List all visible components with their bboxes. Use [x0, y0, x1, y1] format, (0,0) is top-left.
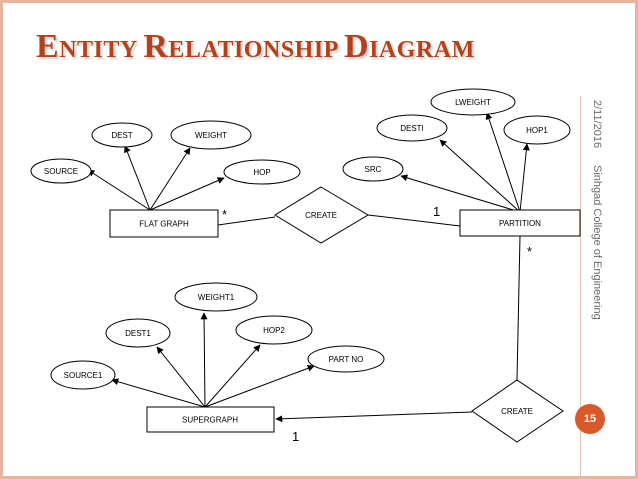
title-rest-relationship: ELATIONSHIP — [168, 37, 344, 63]
entity-partition-label: PARTITION — [499, 219, 541, 228]
attr-hop2: HOP2 — [263, 326, 285, 335]
attr-source1-shape — [50, 360, 116, 390]
attr-desti: DESTI — [400, 124, 424, 133]
attr-weight-shape — [170, 120, 252, 150]
attr-weight1-shape — [174, 282, 258, 312]
link-partition-lweight — [485, 112, 521, 213]
entity-partition: PARTITION — [459, 209, 581, 237]
attr-weight1: WEIGHT1 — [198, 293, 235, 302]
title-initial-e: E — [36, 28, 60, 65]
attr-hop2-shape — [235, 315, 313, 345]
attr-source: SOURCE — [44, 167, 78, 176]
entity-supergraph-label: SUPERGRAPH — [182, 416, 238, 425]
cardinality-partition-create: * — [527, 244, 532, 259]
title-initial-r: R — [143, 28, 169, 65]
link-super-partno — [204, 364, 315, 408]
attr-desti-shape — [376, 114, 448, 142]
cardinality-create-supergraph: 1 — [292, 429, 299, 444]
link-partition-src — [400, 174, 521, 213]
attr-source-shape — [30, 158, 92, 184]
slide-title: ENTITY RELATIONSHIP DIAGRAM — [36, 28, 475, 66]
attr-partno-shape — [307, 345, 385, 373]
attr-part-no: PART NO — [329, 355, 364, 364]
link-super-weight1 — [200, 312, 208, 408]
attribute-labels: SOURCE DEST WEIGHT HOP SRC DESTI LWEIGHT… — [44, 98, 549, 380]
attr-dest: DEST — [111, 131, 132, 140]
attr-lweight-shape — [430, 88, 516, 116]
page-number-badge: 15 — [575, 404, 605, 434]
relationship-create-bottom: CREATE — [471, 379, 564, 443]
relationship-create-top-label: CREATE — [305, 211, 337, 220]
entity-supergraph: SUPERGRAPH — [146, 406, 275, 433]
link-flat-source — [87, 169, 151, 211]
entity-flat-graph: FLAT GRAPH — [109, 209, 219, 238]
attr-source1: SOURCE1 — [64, 371, 103, 380]
link-partition-hop1 — [519, 143, 530, 213]
link-flat-hop — [149, 177, 225, 211]
link-partition-create2 — [516, 235, 521, 381]
relationship-create-top: CREATE — [274, 186, 369, 244]
cardinality-create-partition: 1 — [433, 204, 440, 219]
link-super-source1 — [111, 378, 206, 408]
link-flat-create — [217, 216, 276, 226]
attr-dest1-shape — [105, 318, 171, 348]
side-divider — [580, 96, 581, 476]
title-rest-diagram: IAGRAM — [369, 37, 475, 63]
link-flat-weight — [149, 147, 191, 211]
attr-weight: WEIGHT — [195, 131, 227, 140]
attr-hop1-shape — [503, 115, 571, 145]
link-partition-desti — [439, 139, 521, 213]
entity-flat-graph-label: FLAT GRAPH — [139, 220, 189, 229]
title-rest-entity: NTITY — [59, 37, 144, 63]
attr-lweight: LWEIGHT — [455, 98, 491, 107]
attr-src: SRC — [365, 165, 382, 174]
attr-hop-shape — [223, 159, 301, 185]
attr-dest1: DEST1 — [125, 329, 151, 338]
link-super-dest1 — [156, 346, 206, 408]
attribute-ellipses — [30, 88, 571, 390]
title-initial-d: D — [344, 28, 370, 65]
relationship-create-bottom-label: CREATE — [501, 407, 533, 416]
link-super-hop2 — [204, 344, 261, 408]
attr-src-shape — [342, 156, 404, 182]
attr-hop: HOP — [253, 168, 270, 177]
connectors — [87, 112, 530, 423]
cardinality-flat-create: * — [222, 207, 227, 222]
attr-dest-shape — [91, 122, 153, 148]
link-create-partition — [367, 214, 461, 227]
attr-hop1: HOP1 — [526, 126, 548, 135]
link-create2-supergraph — [275, 411, 473, 423]
link-flat-dest — [124, 145, 151, 211]
